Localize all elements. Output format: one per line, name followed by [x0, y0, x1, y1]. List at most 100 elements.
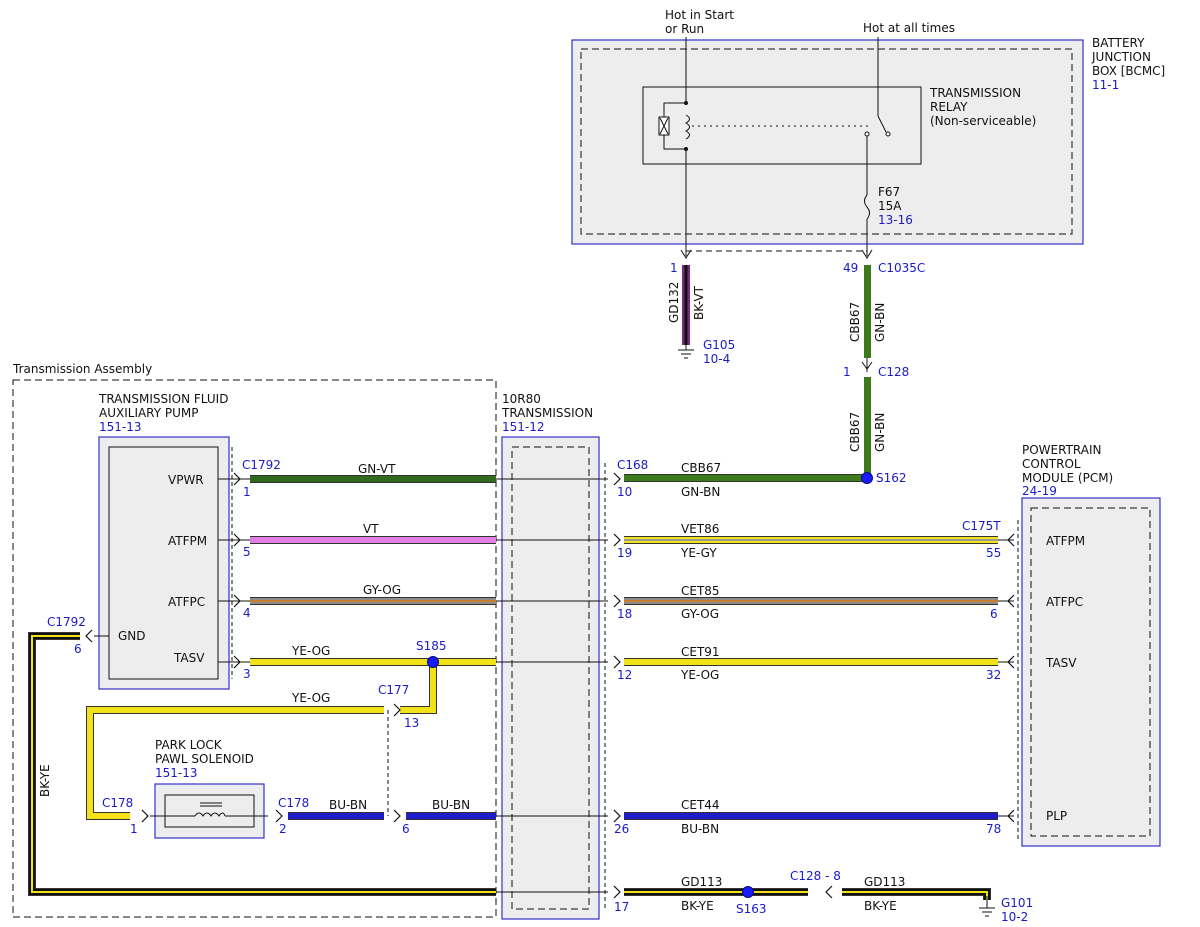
pcm-pin-tasv: TASV	[1045, 656, 1077, 670]
pcm-pin-plp: PLP	[1046, 809, 1067, 823]
connector-c177: C177	[378, 683, 409, 697]
color-bu-bn-pcm: BU-BN	[681, 822, 719, 836]
pump-pin-vpwr: VPWR	[168, 473, 204, 487]
cbb67-lower-wire	[864, 377, 871, 477]
source-start-run-1: Hot in Start	[665, 8, 734, 22]
connector-arrows	[85, 472, 1015, 899]
pin-pump-5: 5	[243, 545, 251, 559]
color-gn-bn-upper: GN-BN	[873, 303, 887, 342]
c1792-gnd-arrow	[85, 629, 93, 643]
bjb-ref: 11-1	[1092, 78, 1119, 92]
color-bu-bn-mid: BU-BN	[329, 798, 367, 812]
solenoid-name-2: PAWL SOLENOID	[155, 752, 254, 766]
connector-c1035c: C1035C	[878, 261, 925, 275]
transmission-name-2: TRANSMISSION	[501, 406, 593, 420]
circuit-gd113-right: GD113	[864, 875, 905, 889]
pcm-pin-arrow-1	[1007, 594, 1015, 608]
solenoid-coil-icon	[194, 812, 226, 817]
pcm-pin-atfpc: ATFPC	[1046, 595, 1083, 609]
pin-c1035c-1: 1	[670, 261, 678, 275]
pass-through-lines	[94, 478, 1014, 893]
circuit-cbb67-upper: CBB67	[848, 302, 862, 342]
c168-pin-arrow-2	[613, 594, 621, 608]
pin-c1035c-49: 49	[843, 261, 858, 275]
wire-labels: C1792 1 5 4 3 C1792 6 GN-VT VT GY-OG YE-…	[38, 458, 1033, 924]
c128-8-arrow	[825, 885, 833, 899]
pump-pin-arrow-2	[233, 594, 241, 608]
connector-c178-right: C178	[278, 796, 309, 810]
circuit-cbb67-lower: CBB67	[848, 412, 862, 452]
pin-pump-1: 1	[243, 485, 251, 499]
pump-name-1: TRANSMISSION FLUID	[98, 392, 228, 406]
c168-pin-arrow-plp	[613, 809, 621, 823]
relay-name-2: RELAY	[930, 100, 968, 114]
color-gn-vt: GN-VT	[358, 462, 396, 476]
wire-bk-ye-gnd	[28, 632, 496, 896]
relay-name-3: (Non-serviceable)	[930, 114, 1036, 128]
pin-pump-6: 6	[74, 642, 82, 656]
pin-pcm-78: 78	[986, 822, 1001, 836]
color-gy-og-right: GY-OG	[681, 607, 719, 621]
fuse-icon	[864, 194, 870, 220]
source-hot-all-times: Hot at all times	[863, 21, 955, 35]
connector-c175t: C175T	[962, 519, 1001, 533]
color-ye-og-loop: YE-OG	[291, 691, 330, 705]
pin-pcm-6: 6	[990, 607, 998, 621]
pump-pin-arrow-0	[233, 472, 241, 486]
circuit-vet86: VET86	[681, 522, 719, 536]
c178-6-arrow	[393, 809, 401, 823]
color-gy-og-left: GY-OG	[363, 583, 401, 597]
ground-g101: G101	[1001, 896, 1033, 910]
pin-c168-10: 10	[617, 485, 632, 499]
pin-pcm-55: 55	[986, 546, 1001, 560]
assembly-title: Transmission Assembly	[12, 362, 152, 376]
pin-pump-4: 4	[243, 606, 251, 620]
color-bu-bn-right: BU-BN	[432, 798, 470, 812]
connector-c128: C128	[878, 365, 909, 379]
connector-c128-8: C128 - 8	[790, 869, 841, 883]
transmission-assembly-boundary	[12, 379, 497, 918]
connector-c1792-gnd: C1792	[47, 615, 86, 629]
pump-pin-arrow-3	[233, 655, 241, 669]
pin-c177-13: 13	[404, 716, 419, 730]
pin-c128-1: 1	[843, 365, 851, 379]
gd132-wire	[678, 265, 694, 359]
splice-s185-label: S185	[416, 639, 447, 653]
bjb-name-3: BOX [BCMC]	[1092, 64, 1165, 78]
aux-pump: TRANSMISSION FLUID AUXILIARY PUMP 151-13…	[98, 392, 233, 690]
color-bk-ye-right: BK-YE	[864, 899, 897, 913]
ground-g105: G105	[703, 338, 735, 352]
c177-arrow	[393, 703, 401, 717]
splice-s162-label: S162	[876, 471, 907, 485]
fuse-label-1: F67	[878, 185, 900, 199]
wire-ye-og-loop	[400, 662, 437, 714]
pcm-module: POWERTRAIN CONTROL MODULE (PCM) 24-19 AT…	[1017, 443, 1161, 847]
circuit-gd132: GD132	[667, 282, 681, 323]
source-labels: Hot in Start or Run Hot at all times	[665, 8, 955, 36]
pump-pin-arrow-1	[233, 533, 241, 547]
bjb-name-2: JUNCTION	[1091, 50, 1151, 64]
bjb-name-1: BATTERY	[1092, 36, 1145, 50]
pin-c168-17: 17	[614, 900, 629, 914]
color-ye-og-right: YE-OG	[680, 668, 719, 682]
pcm-pin-arrow-3	[1007, 809, 1015, 823]
source-start-run-2: or Run	[665, 22, 704, 36]
color-vt: VT	[363, 522, 379, 536]
splice-s163-label: S163	[736, 902, 767, 916]
circuit-cbb67-right: CBB67	[681, 461, 721, 475]
transmission-name-1: 10R80	[502, 392, 541, 406]
pcm-pin-arrow-2	[1007, 655, 1015, 669]
pin-pcm-32: 32	[986, 668, 1001, 682]
pin-c168-26: 26	[614, 822, 629, 836]
solenoid-ref: 151-13	[155, 766, 198, 780]
pump-pin-atfpm: ATFPM	[168, 534, 207, 548]
splice-s185	[427, 656, 439, 668]
park-lock-solenoid: PARK LOCK PAWL SOLENOID 151-13	[150, 738, 268, 839]
pump-pin-tasv: TASV	[173, 651, 205, 665]
c178-left-arrow	[141, 809, 149, 823]
fuse-ref: 13-16	[878, 213, 913, 227]
color-ye-og-left: YE-OG	[291, 644, 330, 658]
connector-c168: C168	[617, 458, 648, 472]
ground-g101-icon	[979, 896, 995, 917]
